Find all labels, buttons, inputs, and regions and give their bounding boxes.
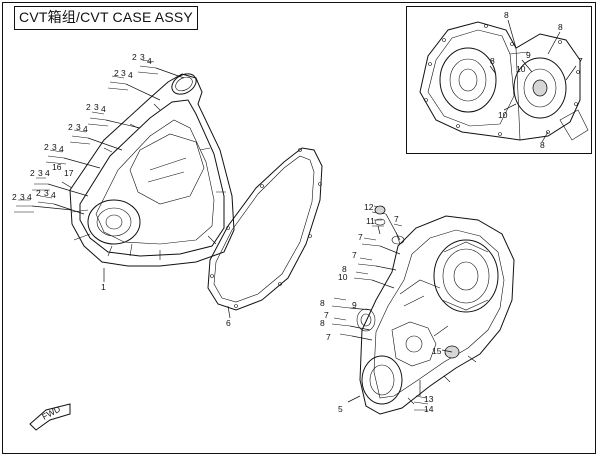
callout-c3f: 3 [38,168,43,178]
callout-c7e: 7 [326,332,331,342]
callout-c2e: 2 [44,142,49,152]
inset-callout-i9: 9 [526,50,531,60]
callout-c3g: 3 [20,192,25,202]
callout-c17: 17 [64,168,74,178]
callout-c8b: 8 [320,298,325,308]
inset-callout-i8b: 8 [558,22,563,32]
callout-c14: 14 [424,404,434,414]
callout-c6: 6 [226,318,231,328]
callout-c2f: 2 [30,168,35,178]
inset-assembly [419,19,589,143]
callout-c2g: 2 [12,192,17,202]
callout-c3e: 3 [52,142,57,152]
callout-c2a: 2 [132,52,137,62]
callout-c4e: 4 [59,144,64,154]
diagram-frame [2,2,596,454]
diagram-title: CVT箱组/CVT CASE ASSY [14,6,198,30]
callout-c2h: 2 [36,188,41,198]
callout-c3a: 3 [140,52,145,62]
fwd-label: FWD [40,404,62,422]
callout-c5: 5 [338,404,343,414]
callout-c12: 12 [364,202,374,212]
callout-c4f: 4 [45,168,50,178]
callout-c4c: 4 [101,104,106,114]
cvt-outer-cover [69,73,235,267]
cvt-inner-case [356,215,515,415]
bolt-stacks-right [331,205,429,411]
cvt-gasket [207,147,323,311]
callout-c2c: 2 [86,102,91,112]
callout-c4g: 4 [27,192,32,202]
callout-c7a: 7 [394,214,399,224]
inset-callout-i8a: 8 [504,10,509,20]
inset-callout-i8d: 8 [540,140,545,150]
callout-c8a: 8 [342,264,347,274]
callout-c15: 15 [432,346,442,356]
callout-c3c: 3 [94,102,99,112]
callout-c4h: 4 [51,190,56,200]
callout-c4d: 4 [83,124,88,134]
callout-c16: 16 [52,162,62,172]
inset-callout-i10b: 10 [498,110,508,120]
inset-panel [406,6,592,154]
callout-c3h: 3 [44,188,49,198]
callout-c7b: 7 [358,232,363,242]
inset-callout-i7: 7 [578,56,583,66]
fwd-direction-badge: FWD [29,403,71,431]
callout-c3d: 3 [76,122,81,132]
inset-callout-i10a: 10 [516,64,526,74]
callout-labels: 1 2 3 4 2 3 4 2 3 4 2 3 4 2 3 4 2 3 4 2 … [12,10,583,414]
callout-c10: 10 [338,272,348,282]
bolt-stacks-left [14,59,185,215]
callout-c4a: 4 [147,56,152,66]
leader-lines [61,181,453,403]
callout-c13: 13 [424,394,434,404]
callout-c1: 1 [101,282,106,292]
inset-callout-i8c: 8 [490,56,495,66]
callout-c7c: 7 [352,250,357,260]
callout-c7d: 7 [324,310,329,320]
callout-c2b: 2 [114,68,119,78]
callout-c2d: 2 [68,122,73,132]
callout-c3b: 3 [121,68,126,78]
callout-c4b: 4 [128,70,133,80]
callout-c11: 11 [366,216,375,226]
callout-c9: 9 [352,300,357,310]
callout-c8c: 8 [320,318,325,328]
